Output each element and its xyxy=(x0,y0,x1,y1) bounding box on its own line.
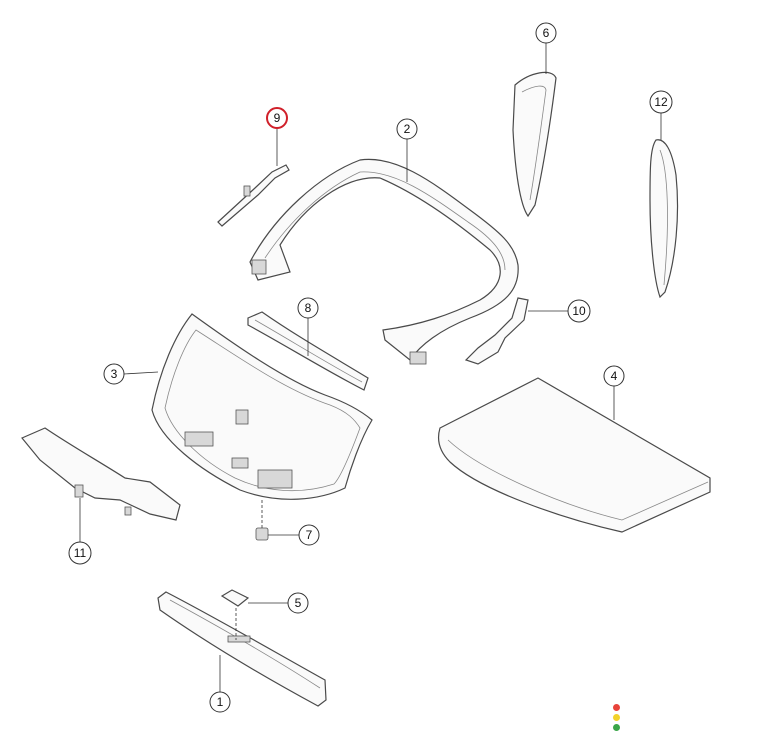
callout-11[interactable]: 11 xyxy=(68,541,92,565)
part-9-harness[interactable] xyxy=(217,164,290,227)
leader-3 xyxy=(123,371,159,375)
status-dot-green xyxy=(613,724,620,731)
svg-text:9: 9 xyxy=(274,111,281,125)
callout-3[interactable]: 3 xyxy=(103,363,125,385)
svg-text:12: 12 xyxy=(654,95,668,109)
part-10-bracket[interactable] xyxy=(464,297,529,365)
svg-text:2: 2 xyxy=(404,122,411,136)
callout-1[interactable]: 1 xyxy=(209,691,231,713)
status-dot-red xyxy=(613,704,620,711)
svg-text:8: 8 xyxy=(305,301,312,315)
part-11-bracket-assembly[interactable] xyxy=(21,427,181,521)
part-7-clip[interactable] xyxy=(255,527,269,541)
part-2-seal[interactable] xyxy=(249,158,519,365)
part-6-pillar-trim[interactable] xyxy=(512,71,557,218)
svg-text:1: 1 xyxy=(217,695,224,709)
svg-text:4: 4 xyxy=(611,369,618,383)
callout-2[interactable]: 2 xyxy=(396,118,418,140)
part-5-cover-cap[interactable] xyxy=(220,589,250,607)
svg-text:5: 5 xyxy=(295,596,302,610)
part-4-luggage-cover[interactable] xyxy=(438,377,711,533)
svg-text:7: 7 xyxy=(306,528,313,542)
callout-8[interactable]: 8 xyxy=(297,297,319,319)
status-dot-yellow xyxy=(613,714,620,721)
callout-10[interactable]: 10 xyxy=(567,299,591,323)
part-12-pillar-trim[interactable] xyxy=(649,139,679,299)
svg-text:11: 11 xyxy=(74,546,87,560)
callout-7[interactable]: 7 xyxy=(298,524,320,546)
svg-text:10: 10 xyxy=(572,304,586,318)
part-3-inner-panel[interactable] xyxy=(151,313,373,500)
callout-6[interactable]: 6 xyxy=(535,22,557,44)
callout-4[interactable]: 4 xyxy=(603,365,625,387)
callout-9-highlighted[interactable]: 9 xyxy=(266,107,288,129)
part-1-scuff-plate[interactable] xyxy=(157,591,327,707)
callout-12[interactable]: 12 xyxy=(649,90,673,114)
callout-5[interactable]: 5 xyxy=(287,592,309,614)
svg-text:3: 3 xyxy=(111,367,118,381)
svg-text:6: 6 xyxy=(543,26,550,40)
